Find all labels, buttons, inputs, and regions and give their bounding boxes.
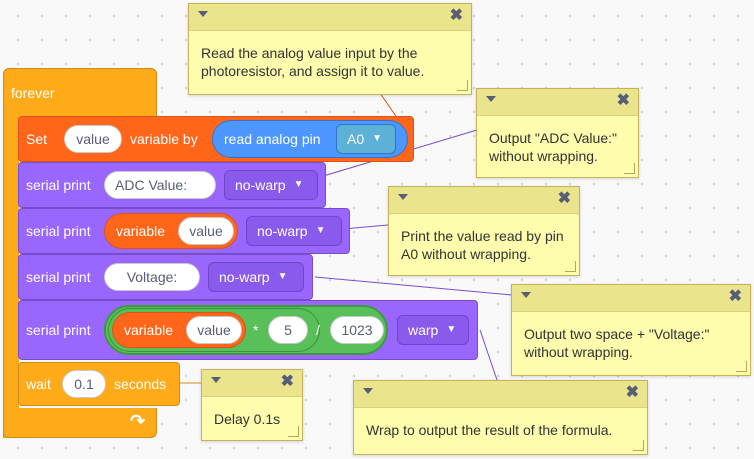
comment-text: Read the analog value input by the photo…: [201, 45, 425, 79]
comment-note-3[interactable]: ✖ Print the value read by pin A0 without…: [388, 186, 580, 276]
collapse-triangle-icon[interactable]: [363, 388, 373, 394]
dropdown-triangle-icon: ▼: [293, 179, 304, 190]
divide-symbol: /: [316, 322, 320, 338]
comment-header[interactable]: [354, 381, 647, 408]
wait-label: wait: [26, 376, 51, 392]
forever-label: forever: [11, 85, 55, 101]
resize-grip-icon[interactable]: [288, 426, 299, 437]
comment-note-4[interactable]: ✖ Output two space + "Voltage:" without …: [511, 284, 751, 376]
wrap-mode-dropdown[interactable]: no-warp ▼: [208, 262, 304, 292]
dropdown-triangle-icon: ▼: [277, 271, 288, 282]
wrap-mode-value: no-warp: [257, 223, 308, 239]
serial-print-label: serial print: [26, 223, 91, 239]
collapse-triangle-icon[interactable]: [398, 194, 408, 200]
wrap-mode-value: no-warp: [235, 177, 286, 193]
seconds-label: seconds: [114, 376, 167, 392]
close-icon[interactable]: ✖: [449, 7, 463, 24]
wrap-mode-value: warp: [408, 322, 439, 338]
resize-grip-icon[interactable]: [457, 80, 468, 91]
comment-header[interactable]: [389, 187, 579, 214]
comment-text: Output "ADC Value:" without wrapping.: [489, 130, 617, 164]
resize-grip-icon[interactable]: [624, 163, 635, 174]
serial-print-label: serial print: [26, 269, 91, 285]
comment-header[interactable]: [189, 4, 471, 31]
print-text-field[interactable]: ADC Value:: [104, 171, 216, 199]
serial-print-label: serial print: [26, 322, 91, 338]
comment-header[interactable]: [512, 285, 750, 312]
collapse-triangle-icon[interactable]: [198, 11, 208, 17]
forever-bottom: [3, 408, 157, 438]
wrap-mode-dropdown[interactable]: no-warp ▼: [246, 216, 342, 246]
comment-note-1[interactable]: ✖ Read the analog value input by the pho…: [188, 3, 472, 95]
comment-note-6[interactable]: ✖ Wrap to output the result of the formu…: [353, 380, 648, 455]
dropdown-triangle-icon: ▼: [446, 324, 457, 335]
resize-grip-icon[interactable]: [633, 440, 644, 451]
comment-note-5[interactable]: ✖ Delay 0.1s: [201, 369, 303, 441]
comment-text: Delay 0.1s: [214, 411, 281, 427]
collapse-triangle-icon[interactable]: [521, 292, 531, 298]
wrap-mode-dropdown[interactable]: warp ▼: [397, 315, 469, 345]
loop-arrow-icon: ↷: [130, 411, 146, 431]
pin-value: A0: [347, 131, 365, 147]
resize-grip-icon[interactable]: [736, 361, 747, 372]
divisor-field[interactable]: 1023: [330, 316, 384, 344]
variable-value-field[interactable]: value: [186, 316, 242, 344]
close-icon[interactable]: ✖: [557, 190, 571, 207]
wait-seconds-field[interactable]: 0.1: [62, 370, 106, 398]
comment-text: Print the value read by pin A0 without w…: [401, 228, 564, 262]
variable-reporter-label: variable: [116, 223, 166, 239]
wrap-mode-dropdown[interactable]: no-warp ▼: [224, 170, 318, 200]
resize-grip-icon[interactable]: [565, 261, 576, 272]
variable-by-label: variable by: [130, 131, 198, 147]
wrap-mode-value: no-warp: [219, 269, 270, 285]
forever-arm: [3, 116, 19, 438]
comment-text: Wrap to output the result of the formula…: [366, 422, 613, 438]
comment-header[interactable]: [202, 370, 302, 397]
serial-print-label: serial print: [26, 177, 91, 193]
comment-header[interactable]: [477, 89, 638, 116]
dropdown-triangle-icon: ▼: [315, 225, 326, 236]
collapse-triangle-icon[interactable]: [211, 377, 221, 383]
print-text-field[interactable]: Voltage:: [104, 263, 200, 291]
variable-name-field[interactable]: value: [64, 125, 122, 153]
comment-text: Output two space + "Voltage:" without wr…: [524, 326, 710, 360]
pin-dropdown[interactable]: A0 ▼: [336, 124, 396, 154]
close-icon[interactable]: ✖: [280, 373, 294, 390]
close-icon[interactable]: ✖: [616, 92, 630, 109]
collapse-triangle-icon[interactable]: [486, 96, 496, 102]
multiply-symbol: *: [253, 322, 259, 338]
variable-value-field[interactable]: value: [178, 217, 234, 245]
read-analog-pin-label: read analog pin: [224, 131, 321, 147]
close-icon[interactable]: ✖: [625, 384, 639, 401]
multiplier-field[interactable]: 5: [268, 316, 308, 344]
comment-note-2[interactable]: ✖ Output "ADC Value:" without wrapping.: [476, 88, 639, 178]
dropdown-triangle-icon: ▼: [372, 133, 383, 144]
variable-reporter-label: variable: [124, 322, 174, 338]
close-icon[interactable]: ✖: [728, 288, 742, 305]
set-label: Set: [26, 131, 48, 147]
